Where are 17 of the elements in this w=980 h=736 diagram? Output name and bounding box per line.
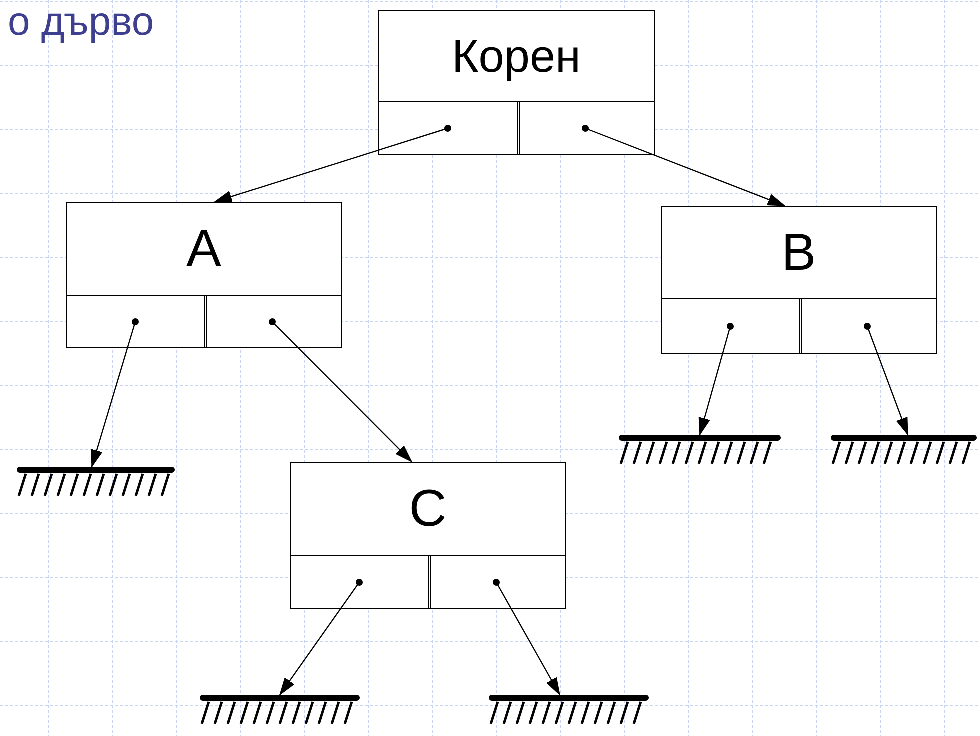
tree-node-box <box>661 206 937 354</box>
tree-node-box <box>66 202 342 348</box>
tree-node-box <box>290 462 566 609</box>
node-label: B <box>782 226 816 278</box>
pointer-arrow <box>91 318 139 468</box>
pointer-arrow <box>864 323 909 436</box>
pointer-arrow <box>214 125 452 203</box>
pointer-arrow <box>493 579 561 696</box>
node-label: C <box>409 483 447 535</box>
title: о дърво <box>8 2 154 42</box>
node-label: A <box>186 223 222 275</box>
tree-node-box <box>378 10 655 155</box>
pointer-arrow <box>698 323 734 436</box>
pointer-arrow <box>279 579 363 696</box>
pointer-arrow <box>582 125 786 207</box>
node-label: Корен <box>452 33 581 79</box>
pointer-arrow <box>269 318 413 463</box>
